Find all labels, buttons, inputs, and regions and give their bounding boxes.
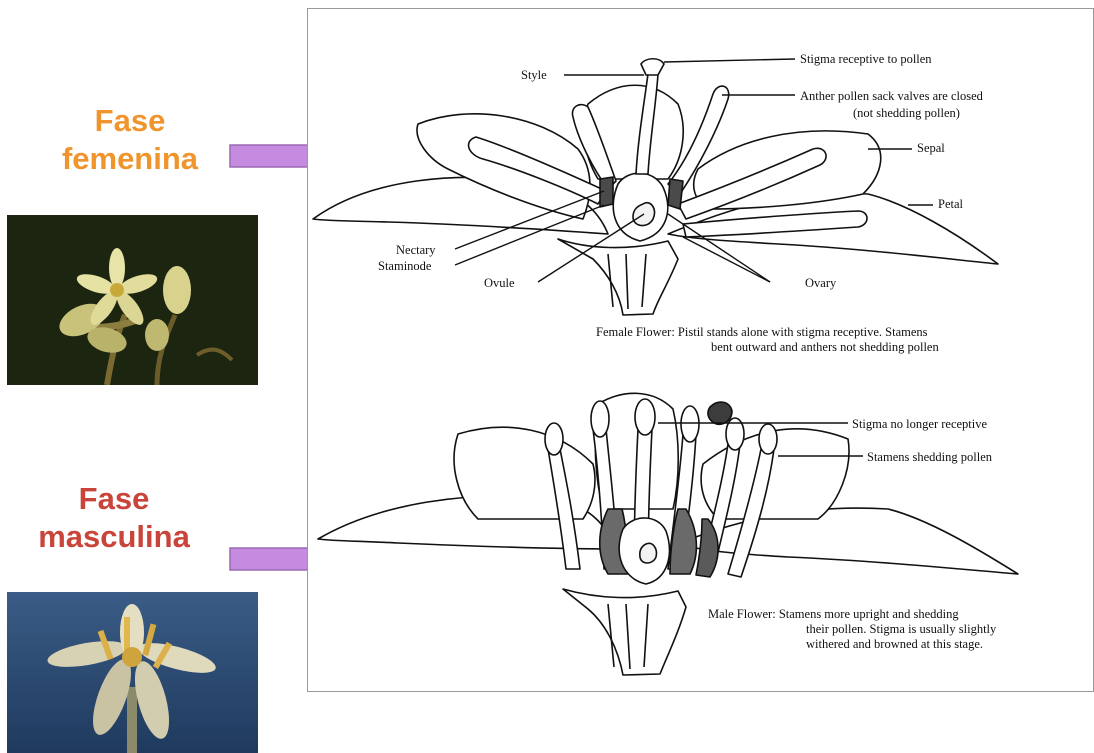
female-caption: Female Flower: Pistil stands alone with …: [596, 325, 939, 355]
female-phase-title: Fase femenina: [40, 102, 220, 178]
male-caption-line3: withered and browned at this stage.: [708, 637, 996, 652]
label-stigma-not-receptive: Stigma no longer receptive: [852, 417, 987, 431]
male-caption-line2: their pollen. Stigma is usually slightly: [708, 622, 996, 637]
label-ovule: Ovule: [484, 276, 515, 290]
male-phase-title: Fase masculina: [14, 480, 214, 556]
female-caption-line2: bent outward and anthers not shedding po…: [596, 340, 939, 355]
female-caption-line1: Female Flower: Pistil stands alone with …: [596, 325, 939, 340]
label-staminode: Staminode: [378, 259, 431, 273]
female-phase-line1: Fase: [40, 102, 220, 140]
label-ovary: Ovary: [805, 276, 836, 290]
label-sepal: Sepal: [917, 141, 945, 155]
label-petal: Petal: [938, 197, 963, 211]
label-style: Style: [521, 68, 547, 82]
male-phase-line2: masculina: [14, 518, 214, 556]
label-stamens-shedding: Stamens shedding pollen: [867, 450, 992, 464]
label-anther-line1: Anther pollen sack valves are closed: [800, 89, 983, 103]
male-caption-line1: Male Flower: Stamens more upright and sh…: [708, 607, 996, 622]
male-flower-photo: [7, 592, 258, 753]
female-flower-photo: [7, 215, 258, 385]
female-phase-line2: femenina: [40, 140, 220, 178]
flower-diagram: Stigma receptive to pollen Style Anther …: [307, 8, 1094, 692]
male-phase-line1: Fase: [14, 480, 214, 518]
male-caption: Male Flower: Stamens more upright and sh…: [708, 607, 996, 652]
label-stigma-receptive: Stigma receptive to pollen: [800, 52, 932, 66]
label-anther-line2: (not shedding pollen): [853, 106, 960, 120]
label-nectary: Nectary: [396, 243, 436, 257]
